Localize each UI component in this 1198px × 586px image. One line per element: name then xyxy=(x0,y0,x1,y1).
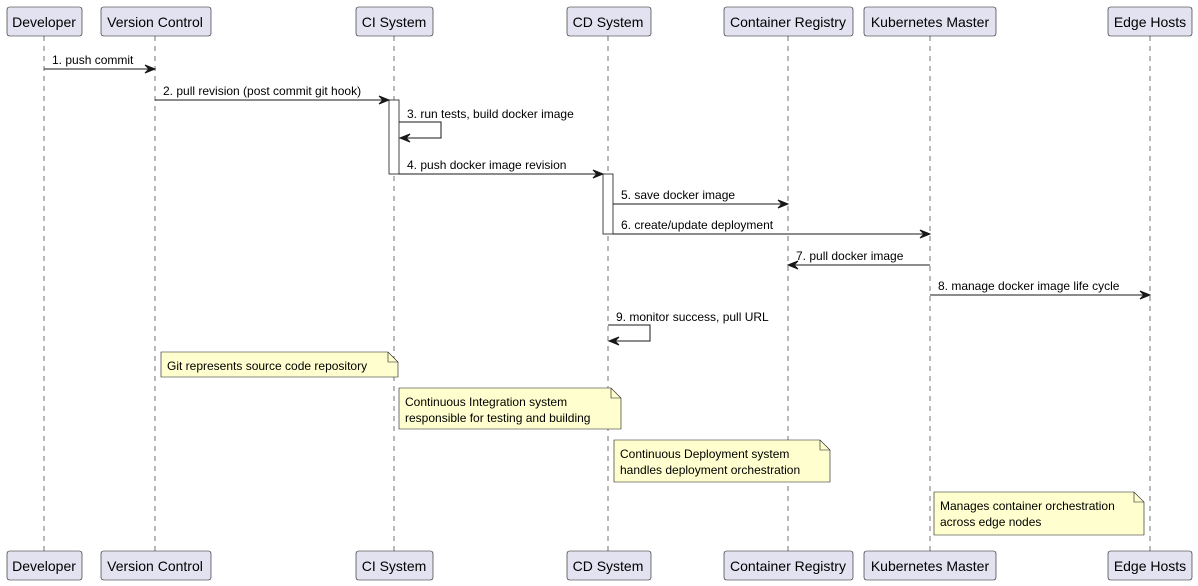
participant-box xyxy=(6,6,83,37)
participant-box xyxy=(100,6,212,37)
participant-box xyxy=(566,550,652,581)
note-box xyxy=(933,491,1145,536)
note-text-line: Manages container orchestration xyxy=(940,499,1115,513)
message-label: 7. pull docker image xyxy=(796,249,904,263)
participant-k8s-top: Kubernetes Master xyxy=(863,6,997,37)
participant-label: Developer xyxy=(12,558,76,574)
participant-cd-top: CD System xyxy=(566,6,652,37)
participant-ci-top: CI System xyxy=(355,6,434,37)
participant-label: Container Registry xyxy=(730,558,846,574)
participant-ci-bottom: CI System xyxy=(355,550,434,581)
participant-box xyxy=(1107,550,1193,581)
arrow-head xyxy=(378,95,391,105)
message-label: 4. push docker image revision xyxy=(407,158,566,172)
participant-label: CD System xyxy=(573,14,644,30)
note-vc: Git represents source code repository xyxy=(160,351,399,378)
message-label: 1. push commit xyxy=(52,53,134,67)
message-1: 1. push commit xyxy=(44,53,157,74)
participant-label: Version Control xyxy=(107,558,203,574)
message-label: 8. manage docker image life cycle xyxy=(938,279,1120,293)
note-fold xyxy=(610,388,621,399)
participant-label: CD System xyxy=(573,558,644,574)
arrow-head xyxy=(144,64,157,74)
participant-box xyxy=(863,6,997,37)
note-text-line: Git represents source code repository xyxy=(167,359,367,373)
arrow-head xyxy=(1139,290,1152,300)
lifelines xyxy=(43,36,1151,551)
notes: Git represents source code repositoryCon… xyxy=(160,351,1145,536)
participant-box xyxy=(863,550,997,581)
message-4: 4. push docker image revision xyxy=(399,158,605,179)
note-k8s: Manages container orchestration across ed… xyxy=(933,491,1145,536)
message-9: 9. monitor success, pull URL xyxy=(607,310,769,346)
arrow-head xyxy=(592,169,605,179)
participant-label: Edge Hosts xyxy=(1114,14,1186,30)
message-label: 3. run tests, build docker image xyxy=(407,107,574,121)
message-label: 2. pull revision (post commit git hook) xyxy=(163,84,361,98)
message-5: 5. save docker image xyxy=(613,188,790,209)
messages: 1. push commit 2. pull revision (post com… xyxy=(44,53,1152,346)
participant-box xyxy=(723,6,854,37)
participant-label: Edge Hosts xyxy=(1114,558,1186,574)
message-label: 5. save docker image xyxy=(621,188,735,202)
participant-label: Kubernetes Master xyxy=(871,14,990,30)
message-self-arrow xyxy=(608,324,651,342)
participant-cr-top: Container Registry xyxy=(723,6,854,37)
participant-label: CI System xyxy=(362,14,427,30)
note-text-line: Continuous Integration system xyxy=(405,395,567,409)
message-label: 6. create/update deployment xyxy=(621,218,774,232)
participant-box xyxy=(1107,6,1193,37)
activation-bar-ci xyxy=(388,99,400,175)
note-text-line: Continuous Deployment system xyxy=(620,447,789,461)
activation-bar-cd xyxy=(602,173,614,235)
participant-dev-bottom: Developer xyxy=(6,550,83,581)
participant-label: Kubernetes Master xyxy=(871,558,990,574)
arrow-head xyxy=(786,260,799,270)
participant-box xyxy=(723,550,854,581)
participant-label: Developer xyxy=(12,14,76,30)
note-fold xyxy=(819,440,830,451)
message-label: 9. monitor success, pull URL xyxy=(616,310,769,324)
note-fold xyxy=(387,352,398,363)
note-ci: Continuous Integration system responsible… xyxy=(398,387,622,430)
message-3: 3. run tests, build docker image xyxy=(398,107,574,143)
participant-vc-bottom: Version Control xyxy=(100,550,212,581)
note-box xyxy=(160,351,399,378)
arrow-head xyxy=(398,133,411,143)
participant-vc-top: Version Control xyxy=(100,6,212,37)
participant-cd-bottom: CD System xyxy=(566,550,652,581)
note-cd: Continuous Deployment system handles depl… xyxy=(613,439,831,483)
participant-box xyxy=(355,550,434,581)
message-6: 6. create/update deployment xyxy=(613,218,932,239)
participant-k8s-bottom: Kubernetes Master xyxy=(863,550,997,581)
message-self-arrow xyxy=(399,121,442,139)
arrow-head xyxy=(607,336,620,346)
participant-edge-top: Edge Hosts xyxy=(1107,6,1193,37)
participant-label: CI System xyxy=(362,558,427,574)
note-box xyxy=(398,387,622,430)
participant-box xyxy=(355,6,434,37)
message-7: 7. pull docker image xyxy=(786,249,930,270)
note-text-line: handles deployment orchestration xyxy=(620,463,800,477)
participant-label: Container Registry xyxy=(730,14,846,30)
participant-dev-top: Developer xyxy=(6,6,83,37)
note-text-line: across edge nodes xyxy=(940,515,1041,529)
participant-edge-bottom: Edge Hosts xyxy=(1107,550,1193,581)
note-text-line: responsible for testing and building xyxy=(405,411,590,425)
arrow-head xyxy=(919,229,932,239)
message-8: 8. manage docker image life cycle xyxy=(930,279,1152,300)
participant-cr-bottom: Container Registry xyxy=(723,550,854,581)
message-2: 2. pull revision (post commit git hook) xyxy=(155,84,391,105)
participant-box xyxy=(566,6,652,37)
participant-box xyxy=(6,550,83,581)
participant-label: Version Control xyxy=(107,14,203,30)
note-box xyxy=(613,439,831,483)
participant-box xyxy=(100,550,212,581)
note-fold xyxy=(1133,492,1144,503)
arrow-head xyxy=(777,199,790,209)
